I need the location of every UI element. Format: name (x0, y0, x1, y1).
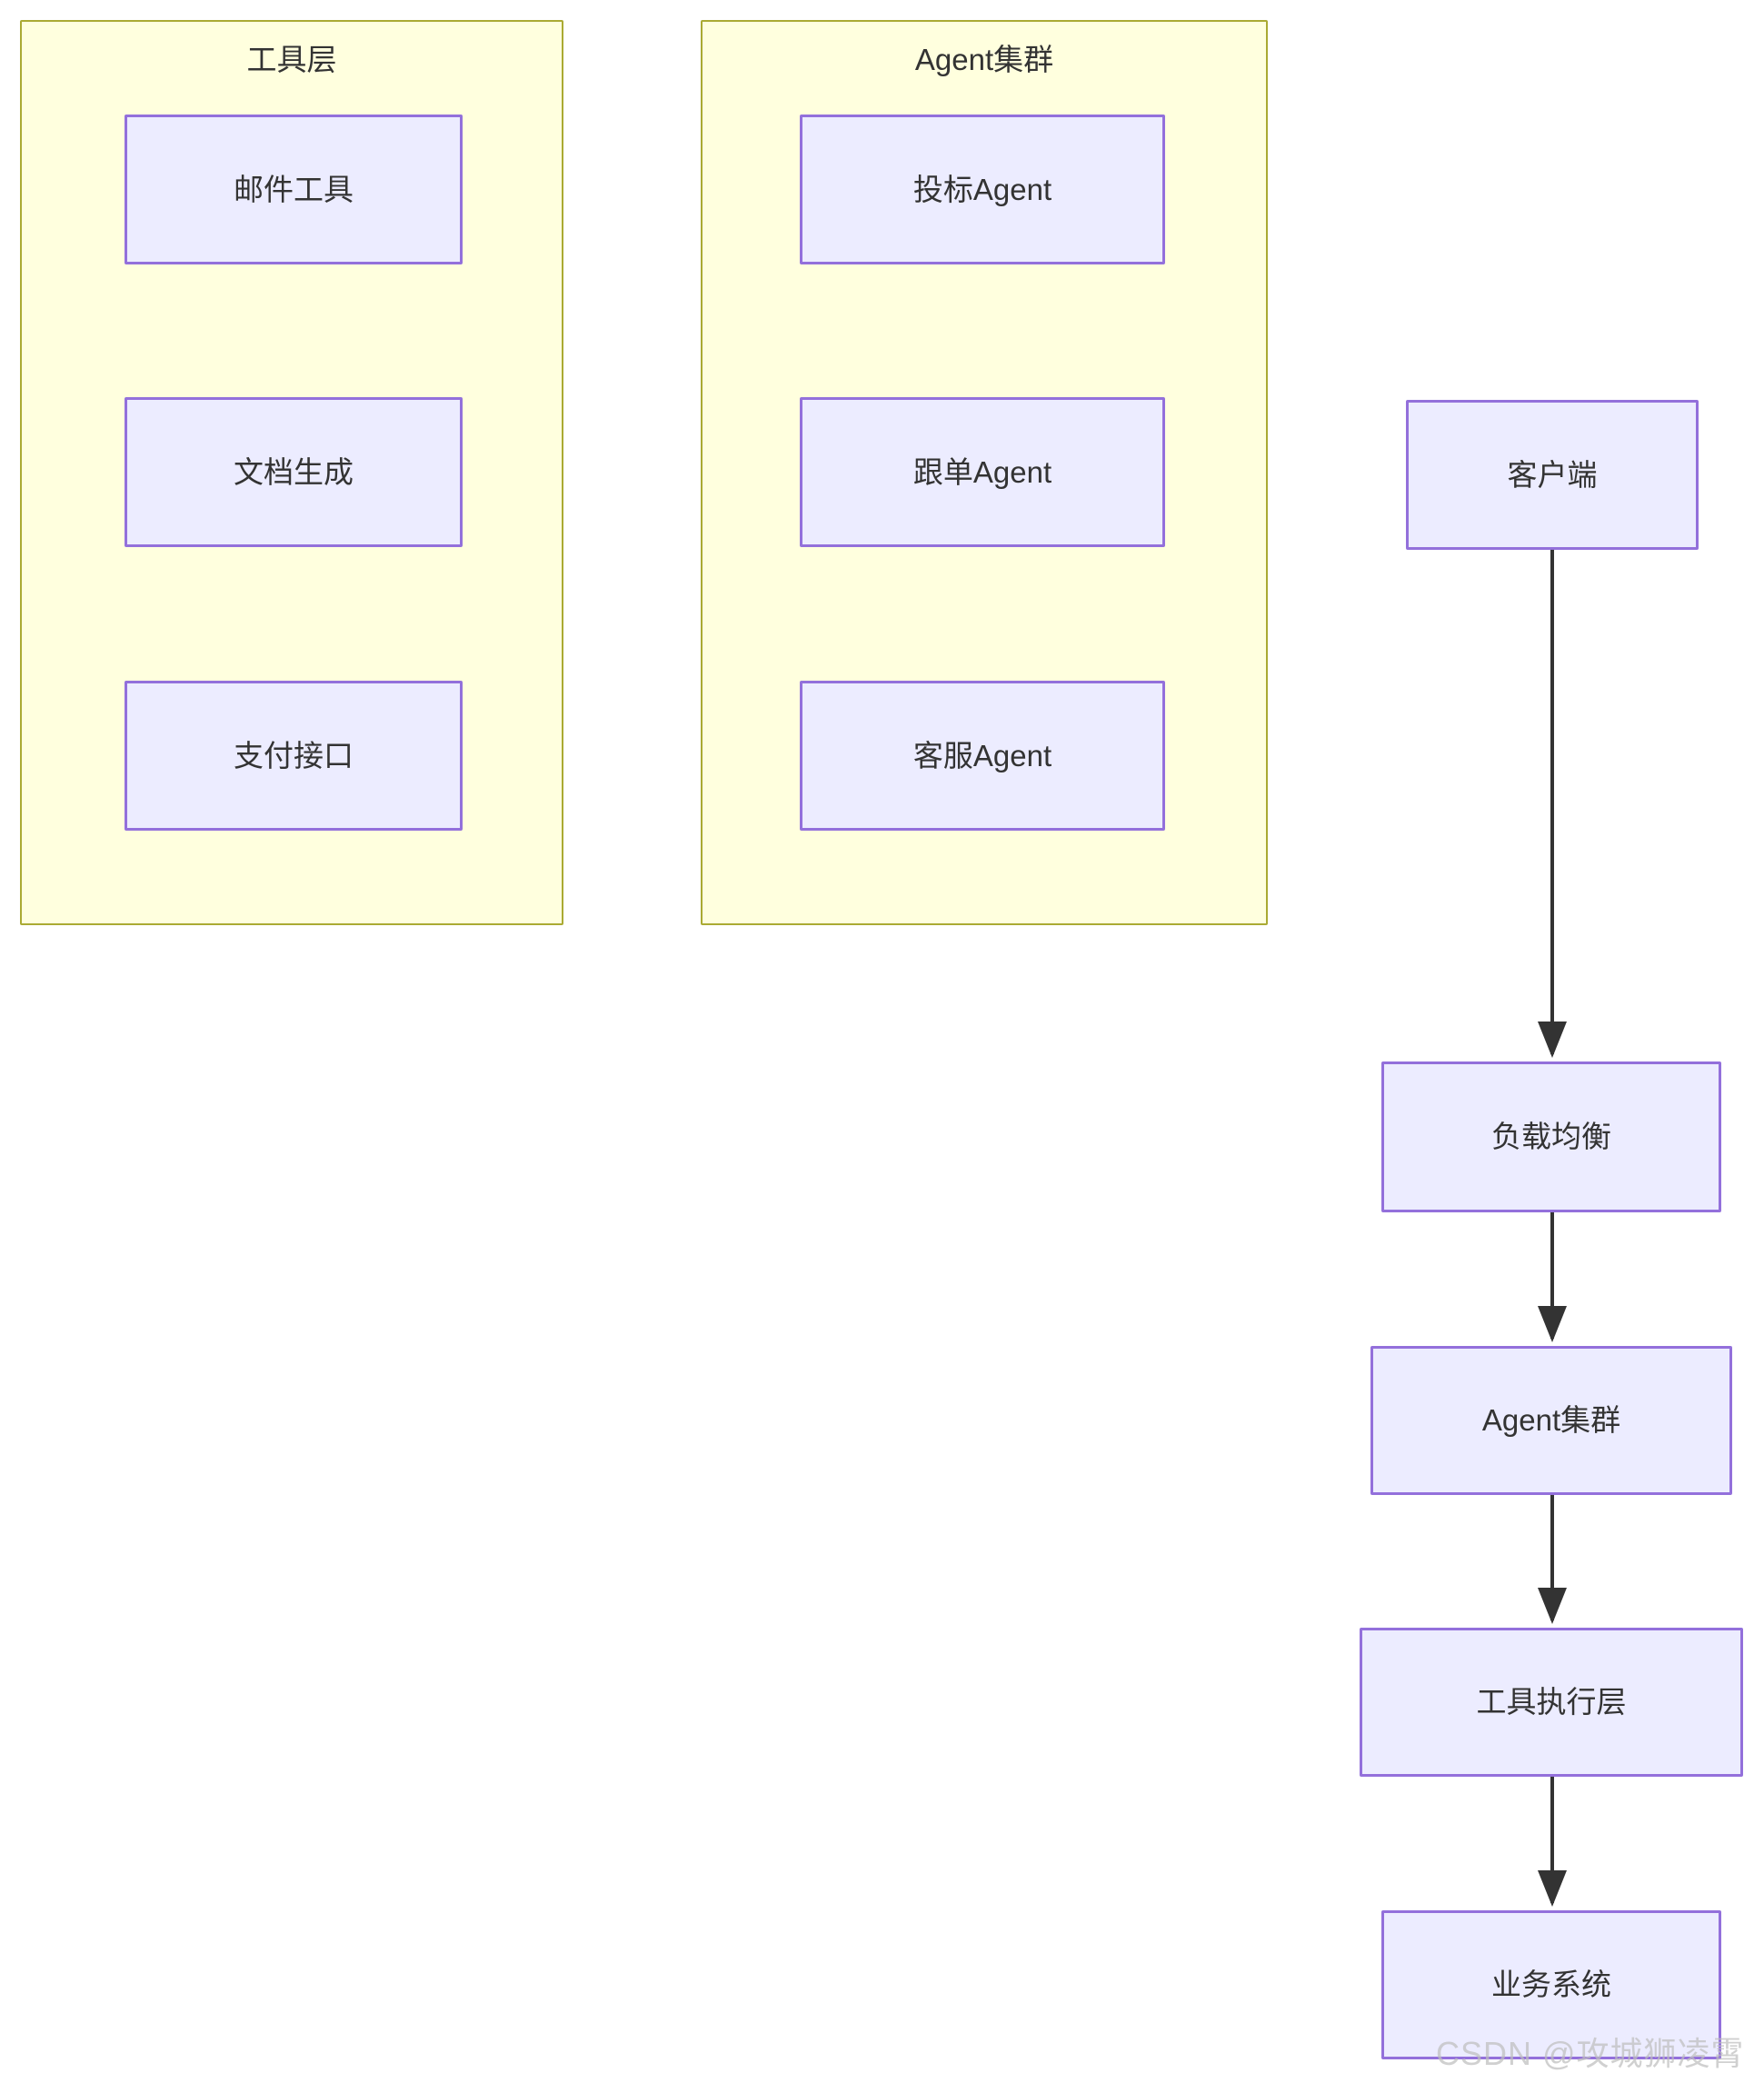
node-email-tool[interactable]: 邮件工具 (125, 115, 463, 264)
node-label-service-agent: 客服Agent (912, 738, 1052, 772)
node-service-agent[interactable]: 客服Agent (800, 681, 1165, 831)
node-label-business-system: 业务系统 (1491, 1968, 1611, 2001)
node-doc-generate[interactable]: 文档生成 (125, 397, 463, 547)
node-label-tool-exec-layer: 工具执行层 (1476, 1685, 1627, 1719)
subgraph-title-tool-layer: 工具层 (246, 43, 337, 76)
node-tool-exec-layer[interactable]: 工具执行层 (1360, 1628, 1743, 1777)
node-label-doc-generate: 文档生成 (234, 454, 354, 489)
node-load-balancer[interactable]: 负载均衡 (1381, 1061, 1721, 1212)
node-payment-api[interactable]: 支付接口 (125, 681, 463, 831)
node-label-client: 客户端 (1507, 457, 1598, 492)
node-order-agent[interactable]: 跟单Agent (800, 397, 1165, 547)
node-agent-cluster-flow[interactable]: Agent集群 (1370, 1346, 1732, 1495)
node-label-payment-api: 支付接口 (234, 738, 354, 772)
node-label-load-balancer: 负载均衡 (1491, 1120, 1611, 1153)
node-label-agent-cluster-flow: Agent集群 (1481, 1403, 1621, 1437)
node-label-bidding-agent: 投标Agent (912, 172, 1052, 206)
node-client[interactable]: 客户端 (1406, 400, 1699, 550)
csdn-watermark: CSDN @攻城狮凌霄 (1436, 2035, 1745, 2072)
subgraph-title-agent-cluster: Agent集群 (914, 43, 1054, 76)
node-label-order-agent: 跟单Agent (912, 454, 1052, 489)
node-bidding-agent[interactable]: 投标Agent (800, 115, 1165, 264)
node-label-email-tool: 邮件工具 (234, 172, 354, 206)
node-business-system[interactable]: 业务系统 (1381, 1910, 1721, 2059)
